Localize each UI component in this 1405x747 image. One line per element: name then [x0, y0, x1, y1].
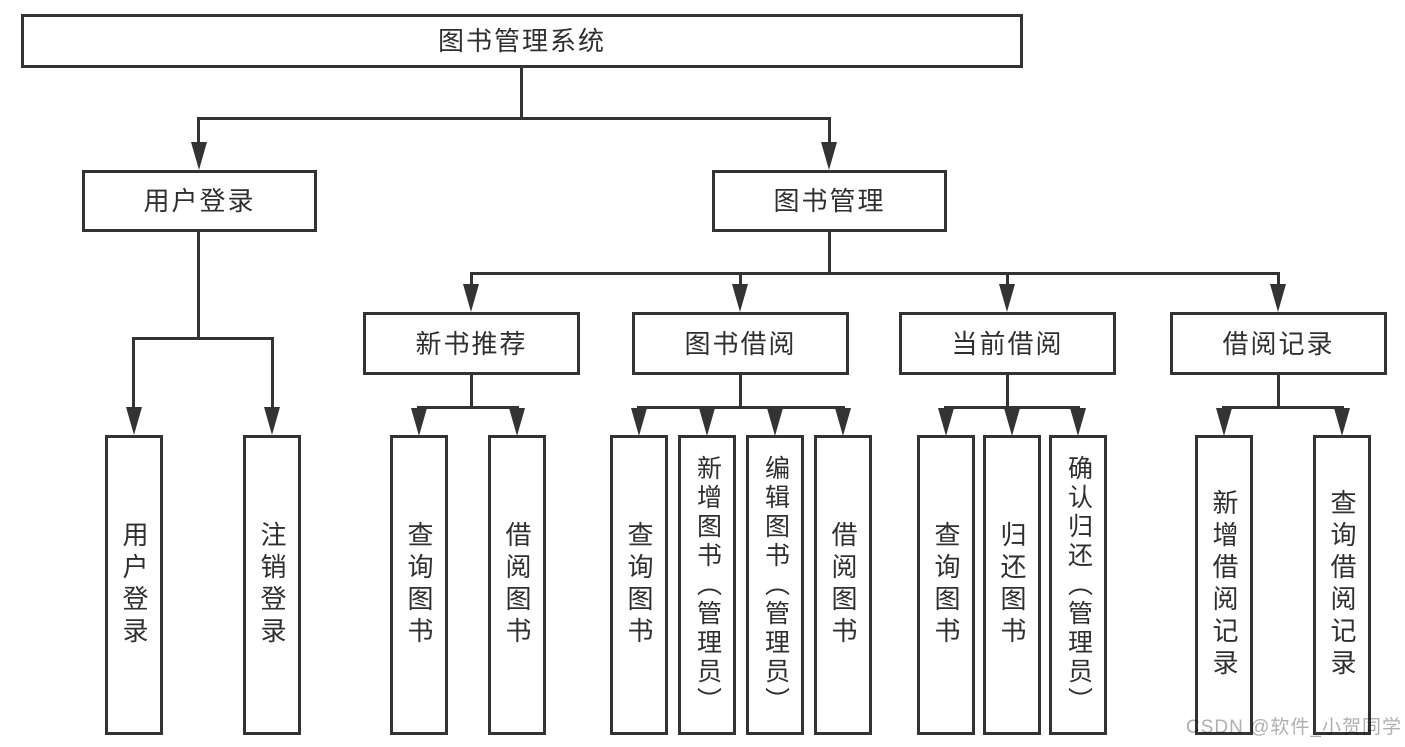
node-new-book-recommendation: 新书推荐	[363, 312, 580, 375]
leaf-add-borrow-record: 新增借阅记录	[1195, 435, 1253, 735]
connector-line	[197, 117, 831, 120]
node-library-management-system: 图书管理系统	[21, 14, 1023, 68]
node-label: 当前借阅	[951, 328, 1064, 359]
arrow-down-icon	[631, 408, 647, 436]
arrow-down-icon	[699, 408, 715, 436]
node-label: 新增图书（管理员）	[693, 454, 722, 716]
leaf-borrow-books: 借阅图书	[488, 435, 546, 735]
connector-line	[1277, 375, 1280, 406]
node-label: 新书推荐	[415, 328, 528, 359]
node-label: 归还图书	[997, 521, 1027, 649]
node-book-management: 图书管理	[712, 170, 947, 232]
node-label: 查询图书	[404, 521, 434, 649]
node-label: 图书管理系统	[437, 26, 606, 56]
arrow-down-icon	[126, 407, 142, 435]
node-borrowing-records: 借阅记录	[1170, 312, 1387, 375]
node-label: 图书借阅	[684, 328, 797, 359]
connector-line	[1277, 272, 1280, 286]
connector-line	[828, 232, 831, 275]
node-label: 借阅记录	[1222, 328, 1335, 359]
connector-line	[197, 117, 200, 144]
connector-line	[739, 272, 742, 286]
leaf-return-books: 归还图书	[983, 435, 1041, 735]
arrow-down-icon	[191, 142, 207, 170]
arrow-down-icon	[1070, 408, 1086, 436]
connector-line	[470, 272, 473, 286]
connector-line	[470, 375, 473, 406]
arrow-down-icon	[1270, 284, 1286, 312]
node-label: 图书管理	[773, 186, 886, 216]
node-book-borrowing: 图书借阅	[632, 312, 849, 375]
arrow-down-icon	[767, 408, 783, 436]
arrow-down-icon	[999, 284, 1015, 312]
connector-line	[197, 232, 200, 337]
leaf-user-login: 用户登录	[105, 435, 163, 735]
connector-line	[520, 68, 523, 117]
node-label: 查询借阅记录	[1327, 489, 1357, 681]
arrow-down-icon	[463, 284, 479, 312]
connector-line	[828, 117, 831, 144]
leaf-confirm-return-admin: 确认归还（管理员）	[1049, 435, 1107, 735]
leaf-query-borrow-record: 查询借阅记录	[1313, 435, 1371, 735]
node-user-login: 用户登录	[82, 170, 317, 232]
node-label: 编辑图书（管理员）	[761, 454, 790, 716]
arrow-down-icon	[732, 284, 748, 312]
connector-line	[944, 406, 1080, 409]
leaf-logout: 注销登录	[243, 435, 301, 735]
arrow-down-icon	[264, 407, 280, 435]
arrow-down-icon	[411, 408, 427, 436]
leaf-add-books-admin: 新增图书（管理员）	[678, 435, 736, 735]
connector-line	[1222, 406, 1344, 409]
connector-line	[132, 337, 274, 340]
connector-line	[271, 337, 274, 409]
arrow-down-icon	[821, 142, 837, 170]
connector-line	[417, 406, 519, 409]
connector-line	[637, 406, 845, 409]
arrow-down-icon	[509, 408, 525, 436]
arrow-down-icon	[835, 408, 851, 436]
connector-line	[132, 337, 135, 409]
connector-line	[470, 272, 1280, 275]
node-label: 用户登录	[143, 186, 256, 216]
connector-line	[1006, 375, 1009, 406]
node-label: 借阅图书	[828, 521, 858, 649]
node-label: 查询图书	[624, 521, 654, 649]
node-label: 注销登录	[257, 521, 287, 649]
connector-line	[1006, 272, 1009, 286]
node-label: 新增借阅记录	[1209, 489, 1239, 681]
arrow-down-icon	[1216, 408, 1232, 436]
node-label: 查询图书	[931, 521, 961, 649]
csdn-watermark: CSDN @软件_小贺同学	[1186, 717, 1402, 738]
arrow-down-icon	[1004, 408, 1020, 436]
connector-line	[739, 375, 742, 406]
arrow-down-icon	[1334, 408, 1350, 436]
node-label: 用户登录	[119, 521, 149, 649]
leaf-edit-books-admin: 编辑图书（管理员）	[746, 435, 804, 735]
leaf-query-books: 查询图书	[610, 435, 668, 735]
arrow-down-icon	[938, 408, 954, 436]
leaf-query-books: 查询图书	[390, 435, 448, 735]
leaf-query-books: 查询图书	[917, 435, 975, 735]
node-label: 借阅图书	[502, 521, 532, 649]
leaf-borrow-books: 借阅图书	[814, 435, 872, 735]
node-current-borrowing: 当前借阅	[899, 312, 1116, 375]
node-label: 确认归还（管理员）	[1064, 454, 1093, 716]
